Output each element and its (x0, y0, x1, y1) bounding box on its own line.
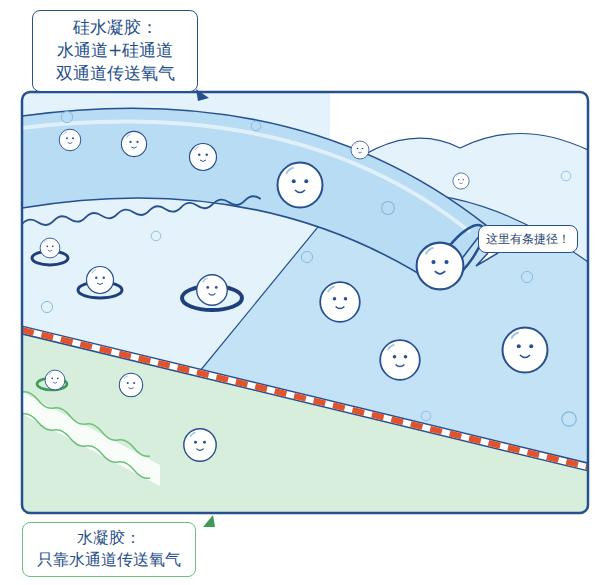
body-text: 只靠水通道传送氧气 (37, 549, 181, 571)
pointer-arrow (203, 515, 215, 527)
heading-text: 水凝胶： (37, 527, 181, 549)
label-box: 水凝胶：只靠水通道传送氧气 (22, 522, 196, 577)
green-wave (22, 414, 150, 479)
frame (22, 92, 588, 513)
speech-bubble: 这里有条捷径！ (478, 225, 578, 253)
pointer-arrow (196, 89, 209, 101)
speech-tail (476, 253, 498, 266)
body-text: 水通道+硅通道 双通道传送氧气 (45, 39, 185, 85)
wave-line (22, 195, 261, 227)
water-stripe (22, 392, 160, 486)
heading-text: 硅水凝胶： (45, 16, 185, 39)
tube-highlight (22, 122, 470, 232)
frame-ground (22, 92, 588, 513)
heading-text: 这里有条捷径！ (486, 231, 570, 247)
water-ground (22, 92, 588, 513)
label-box: 硅水凝胶：水通道+硅通道 双通道传送氧气 (32, 10, 198, 92)
